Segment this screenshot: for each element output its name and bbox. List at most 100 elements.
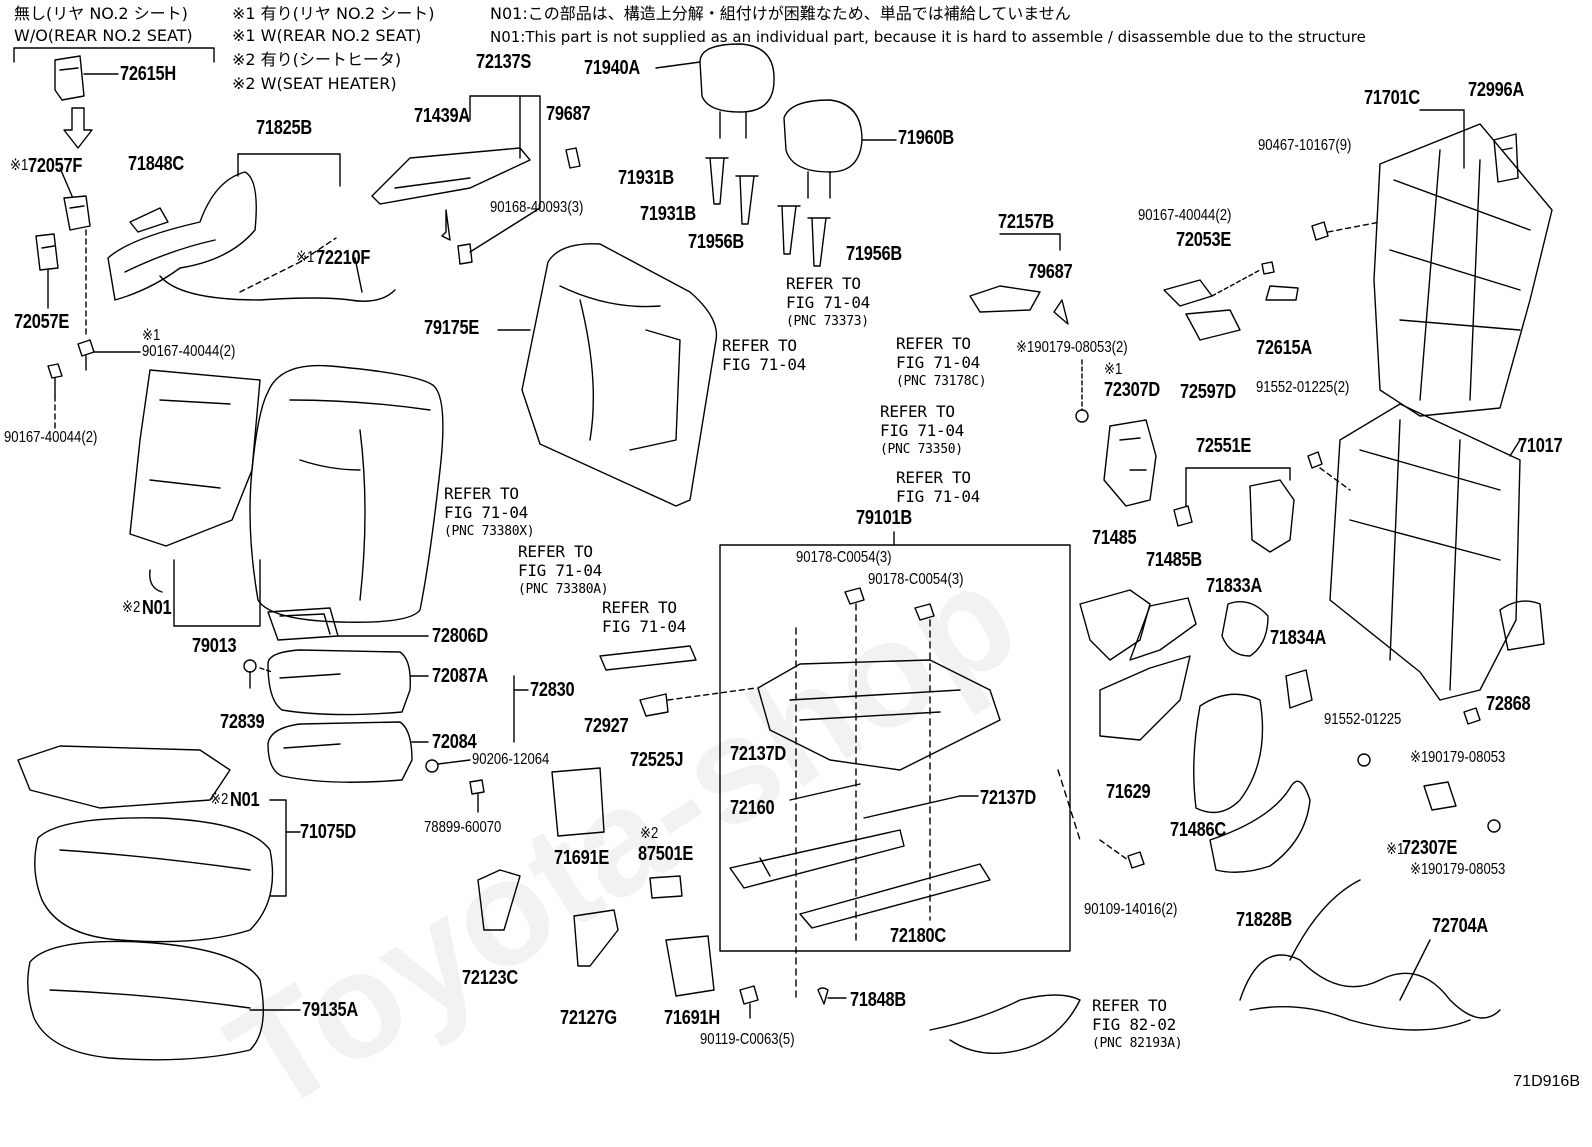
part-72839 [243, 659, 257, 673]
label-71828B: 71828B [1236, 909, 1292, 931]
label-72123C: 72123C [462, 967, 518, 989]
label-72057E: 72057E [14, 311, 70, 333]
label-71691E: 71691E [554, 847, 610, 869]
label-71485B: 71485B [1146, 549, 1202, 571]
label-90167-40044-c: 90167-40044(2) [1138, 207, 1232, 224]
part-72084 [267, 721, 413, 783]
part-71940A [699, 43, 775, 113]
part-72597D [1185, 309, 1241, 341]
part-71833A [1221, 601, 1269, 657]
part-71956B-b [807, 217, 831, 267]
part-72307D [1103, 419, 1157, 507]
ref-73350[interactable]: REFER TO FIG 71-04 (PNC 73350) [880, 402, 964, 459]
mark-72307E: ※1 [1386, 841, 1405, 858]
ref-82193A[interactable]: REFER TO FIG 82-02 (PNC 82193A) [1092, 996, 1183, 1053]
part-72127G [573, 909, 619, 967]
label-72839: 72839 [220, 711, 265, 733]
part-79013 [249, 364, 444, 623]
label-72830: 72830 [530, 679, 575, 701]
bolt-90167-a [77, 339, 95, 371]
label-72137S: 72137S [476, 51, 532, 73]
part-72180C [799, 863, 991, 929]
part-72868 [1499, 600, 1545, 651]
label-71931B-a: 71931B [618, 167, 674, 189]
ref-73380X[interactable]: REFER TO FIG 71-04 (PNC 73380X) [444, 484, 535, 541]
ref-73373-pnc: (PNC 73373) [786, 314, 869, 329]
diagram-code: 71D916B [1513, 1073, 1580, 1090]
legend-2: ※1 W(REAR NO.2 SEAT) [232, 26, 422, 45]
label-190179: ※190179-08053(2) [1016, 339, 1128, 356]
nut-90179-b [1487, 819, 1501, 833]
mark-72307D: ※1 [1104, 361, 1123, 378]
clip-71848B [817, 987, 829, 1005]
mark-72210F: ※1 [296, 249, 315, 266]
part-71931B-b [735, 175, 759, 225]
label-72157B: 72157B [998, 211, 1054, 233]
seat-adjuster [757, 659, 1001, 771]
part-79175E [521, 243, 718, 507]
ref-73380A-pnc: (PNC 73380A) [518, 582, 609, 597]
label-79687-b: 79687 [1028, 261, 1073, 283]
part-71486C [1193, 693, 1264, 814]
label-90178-a: 90178-C0054(3) [796, 549, 892, 566]
bolt-90167-c [1261, 261, 1275, 275]
part-72996A [1493, 133, 1519, 183]
label-90167-40044-b: 90167-40044(2) [4, 429, 98, 446]
harness-82193A [929, 994, 1081, 1055]
label-87501E: 87501E [638, 843, 694, 865]
nut-190179 [1075, 409, 1089, 423]
label-71486C: 71486C [1170, 819, 1226, 841]
mark-72057F: ※1 [10, 157, 29, 174]
bolt-90119 [739, 985, 759, 1019]
ref-7104-c[interactable]: REFER TO FIG 71-04 [602, 598, 686, 636]
part-72615A [1265, 285, 1299, 301]
box-79101B [719, 544, 1071, 952]
label-72180C: 72180C [890, 925, 946, 947]
ref-73380A-l2: FIG 71-04 [518, 561, 602, 580]
mark-87501E: ※2 [640, 825, 659, 842]
mark-N01-b: ※2 [210, 791, 229, 808]
label-72307E: 72307E [1402, 837, 1458, 859]
label-72551E: 72551E [1196, 435, 1252, 457]
ref-73380X-l2: FIG 71-04 [444, 503, 528, 522]
part-72551E [1249, 479, 1295, 553]
bolt-78899 [469, 779, 485, 813]
label-71439A: 71439A [414, 105, 470, 127]
label-71691H: 71691H [664, 1007, 720, 1029]
label-71825B: 71825B [256, 117, 312, 139]
part-72615H [54, 55, 85, 101]
label-90179-b: 90179-08053 [1428, 861, 1506, 878]
ref-73380A[interactable]: REFER TO FIG 71-04 (PNC 73380A) [518, 542, 609, 599]
part-71956B-a [777, 205, 801, 255]
label-71848B: 71848B [850, 989, 906, 1011]
part-71834A [1285, 669, 1313, 709]
ref-73373[interactable]: REFER TO FIG 71-04 (PNC 73373) [786, 274, 870, 331]
label-72597D: 72597D [1180, 381, 1236, 403]
part-72057F [63, 195, 91, 231]
part-72053E [1163, 279, 1213, 307]
part-72137D-b [863, 795, 961, 819]
clip-79687-a [565, 147, 581, 169]
part-71485 [1079, 589, 1151, 661]
bolt-90167-b [47, 363, 63, 397]
ref-73178C[interactable]: REFER TO FIG 71-04 (PNC 73178C) [896, 334, 987, 391]
part-71439A [371, 147, 531, 205]
part-71825B [107, 171, 257, 301]
ref-7104-a[interactable]: REFER TO FIG 71-04 [722, 336, 806, 374]
ref-7104-c-l1: REFER TO [602, 598, 677, 617]
wo-bracket [13, 47, 215, 63]
diagram-drawing [13, 43, 1553, 1061]
label-71834A: 71834A [1270, 627, 1326, 649]
bolt-90467 [1311, 221, 1329, 241]
label-90109: 90109-14016(2) [1084, 901, 1178, 918]
part-71075D [34, 817, 274, 943]
down-arrow [63, 107, 93, 149]
ref-73350-pnc: (PNC 73350) [880, 442, 963, 457]
label-91552-b: 91552-01225 [1324, 711, 1402, 728]
ref-73178C-l1: REFER TO [896, 334, 971, 353]
bolt-90109 [1127, 851, 1145, 869]
label-72160: 72160 [730, 797, 775, 819]
part-71701C [1373, 123, 1553, 417]
mark-90179-a: ※1 [1410, 749, 1429, 766]
ref-7104-b[interactable]: REFER TO FIG 71-04 [896, 468, 980, 506]
